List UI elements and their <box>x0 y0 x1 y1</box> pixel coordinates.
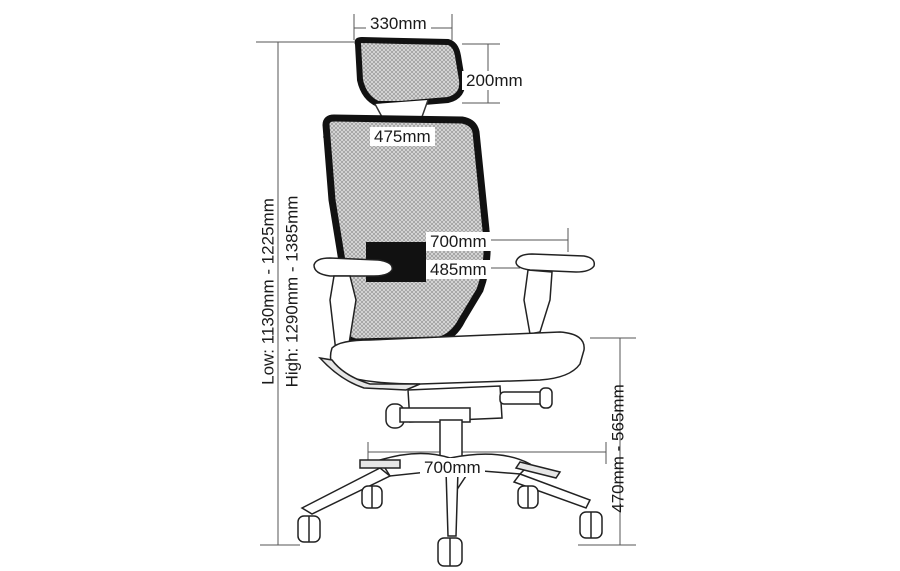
caster-front-left <box>297 515 321 543</box>
seat-width-label: 485mm <box>426 260 491 279</box>
seat-height-label: 470mm - 565mm <box>608 384 628 513</box>
chair-base <box>300 452 592 537</box>
left-armrest <box>313 257 393 353</box>
seat-mechanism <box>385 385 553 461</box>
caster-front-center <box>437 537 463 567</box>
right-armrest <box>515 253 596 335</box>
casters <box>297 485 603 567</box>
caster-rear-right <box>517 485 539 509</box>
caster-rear-left <box>361 485 383 509</box>
armrest-span-label: 700mm <box>426 232 491 251</box>
headrest-height-label: 200mm <box>462 71 527 90</box>
caster-front-right <box>579 511 603 539</box>
base-diameter-label: 700mm <box>420 458 485 477</box>
seat <box>317 331 585 391</box>
overall-height-high-label: High: 1290mm - 1385mm <box>282 195 302 388</box>
back-width-label: 475mm <box>370 127 435 146</box>
headrest-width-label: 330mm <box>366 14 431 33</box>
overall-height-low-label: Low: 1130mm - 1225mm <box>258 198 278 385</box>
